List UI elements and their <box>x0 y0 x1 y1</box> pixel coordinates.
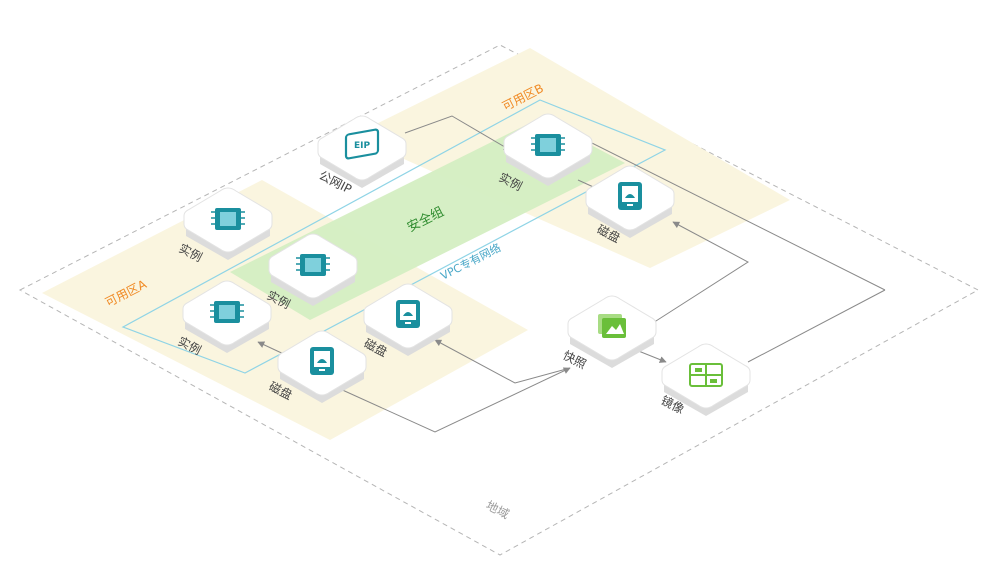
region-label: 地域 <box>484 498 512 521</box>
instance-b-node[interactable] <box>503 113 593 187</box>
disk-icon <box>618 182 642 210</box>
eip-node[interactable]: EIP <box>317 115 407 189</box>
image-node[interactable] <box>661 343 751 417</box>
disk-a2-to-snapshot-connector <box>337 367 571 433</box>
instance-a3-node[interactable] <box>182 280 272 354</box>
snapshot-to-disk-a1-connector <box>434 339 571 384</box>
disk-icon <box>310 347 334 375</box>
disk-b-node[interactable] <box>585 165 675 239</box>
eip-badge-text: EIP <box>354 141 370 151</box>
chip-icon <box>211 208 245 230</box>
chip-icon <box>531 134 565 156</box>
chip-icon <box>296 254 330 276</box>
chip-icon <box>210 301 244 323</box>
eip-to-instance-connector <box>404 115 511 151</box>
disk-icon <box>396 300 420 328</box>
snapshot-to-disk-b-connector <box>644 221 749 329</box>
snapshot-icon <box>598 314 626 338</box>
eip-icon: EIP <box>344 128 380 160</box>
image-to-instance-b-connector <box>747 289 886 363</box>
instance-a2-node[interactable] <box>268 233 358 307</box>
vpc-boundary <box>121 99 667 374</box>
zone-a <box>42 180 528 440</box>
snapshot-to-image-connector <box>635 349 667 363</box>
disk-a2-node[interactable] <box>277 330 367 404</box>
image-icon <box>689 363 723 387</box>
instance-a1-node[interactable] <box>183 187 273 261</box>
disk-a1-node[interactable] <box>363 283 453 357</box>
snapshot-node[interactable] <box>567 295 657 369</box>
